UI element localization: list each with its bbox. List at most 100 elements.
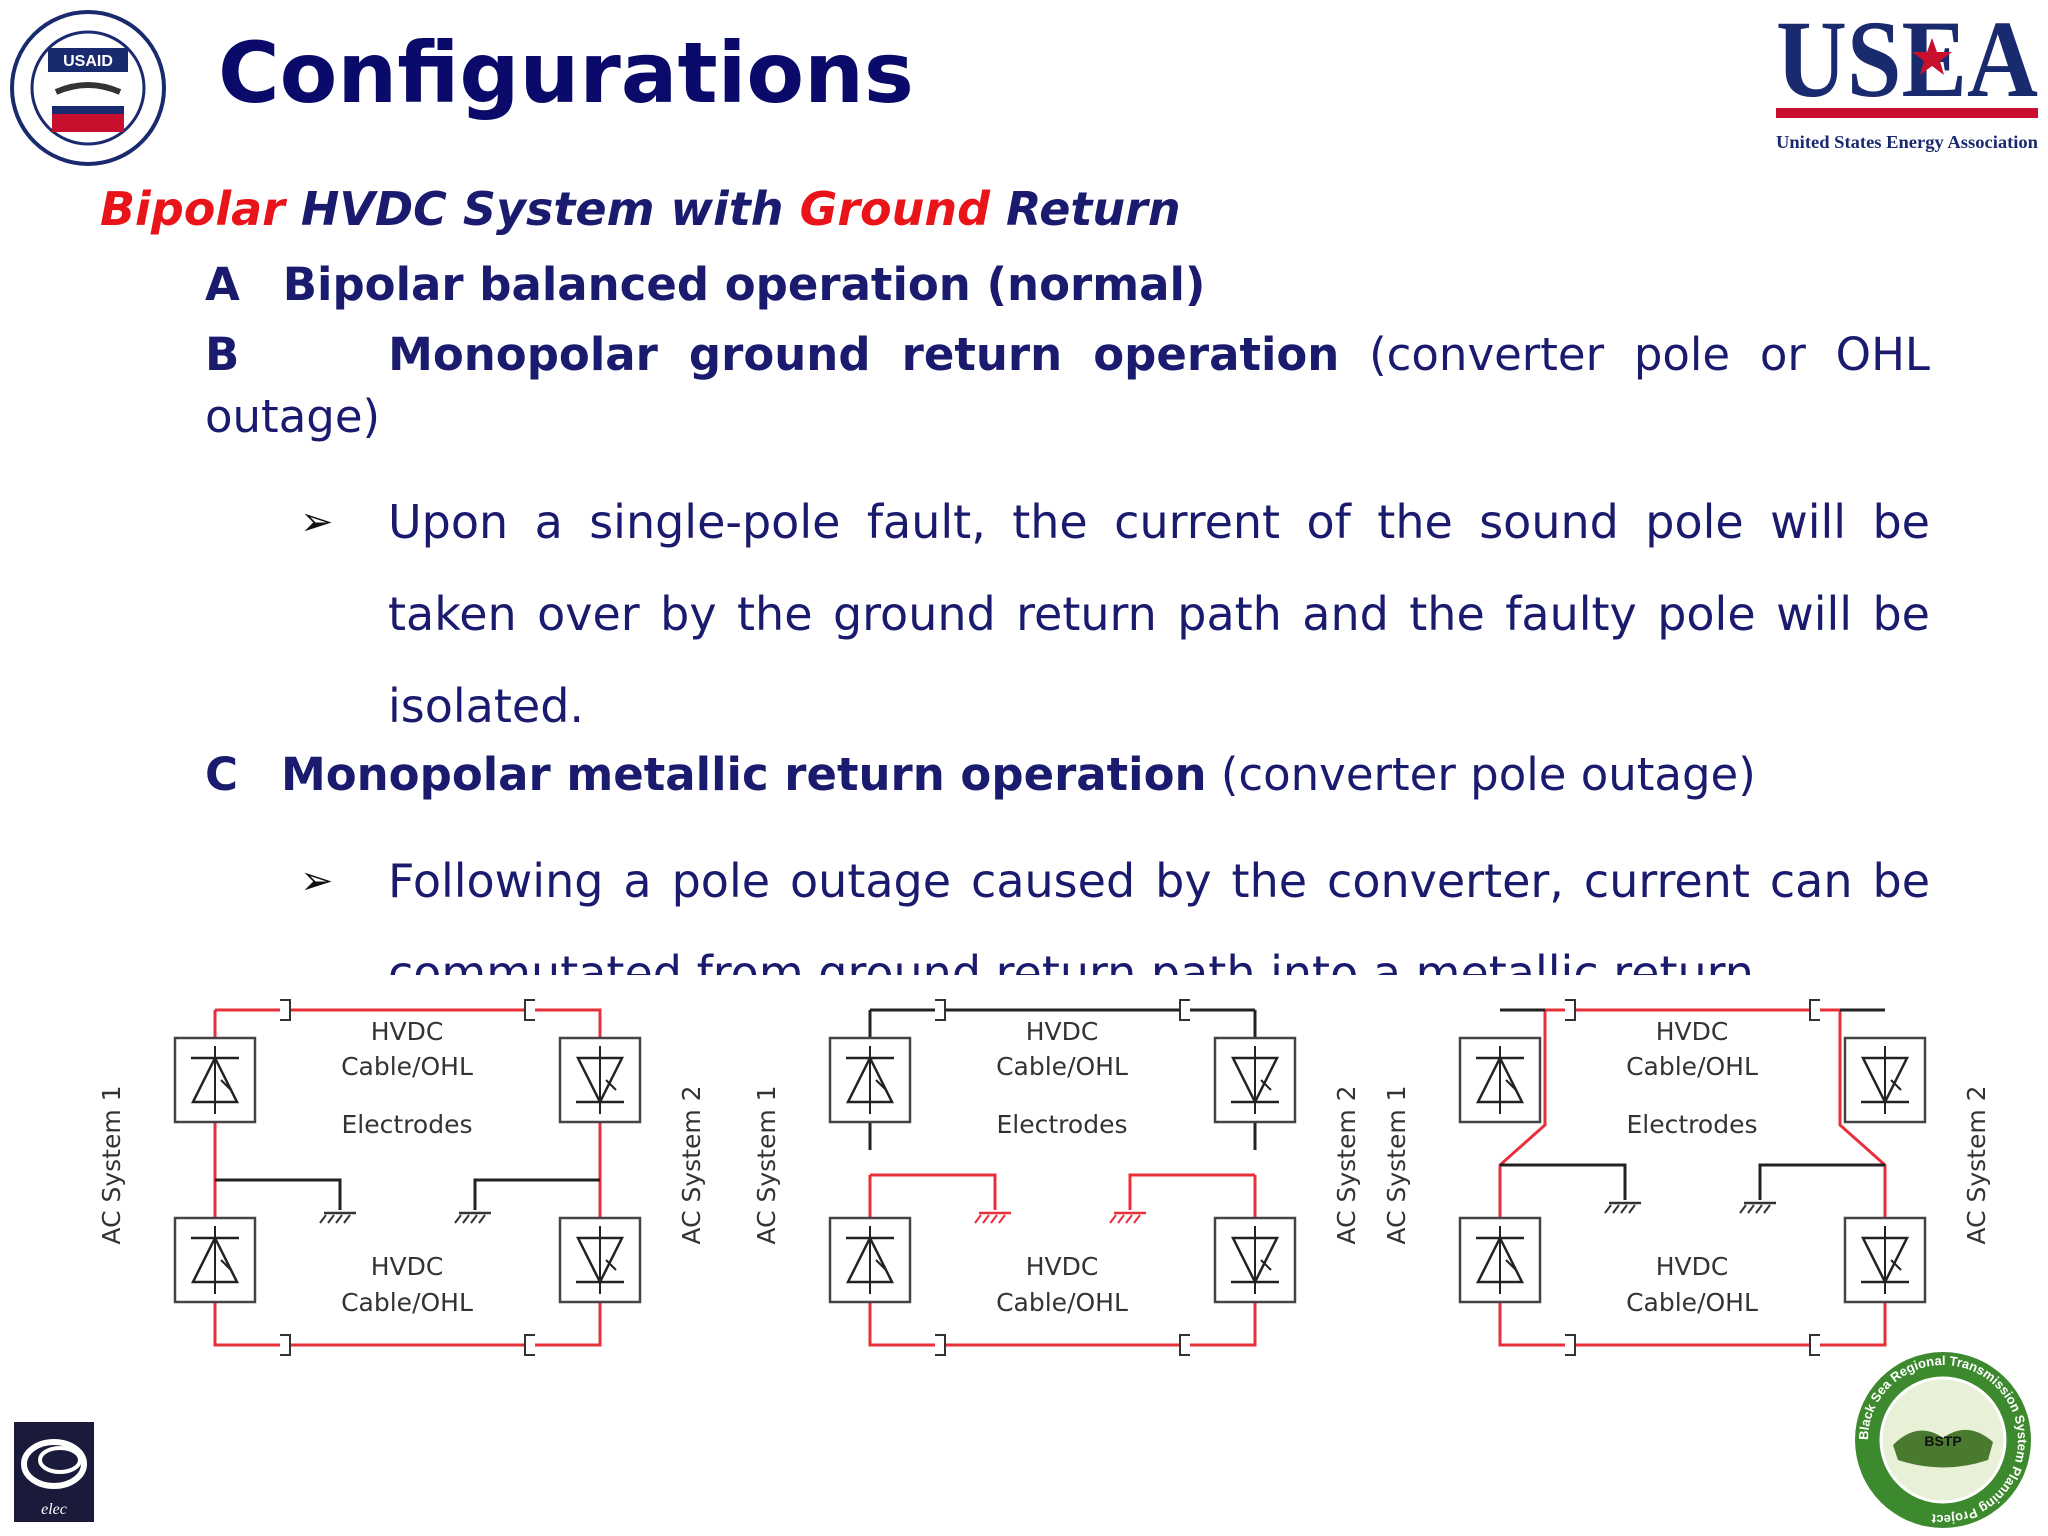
subtitle-hvdc: HVDC System with: [284, 182, 800, 236]
thyristor-gate: [875, 1259, 887, 1271]
arrow-bullet-icon: ➢: [300, 858, 334, 904]
item-a: A Bipolar balanced operation (normal): [205, 254, 1930, 316]
diagram-panel-C: AC System 1 AC System 2 HVDC Cable/OHL Elect…: [1382, 999, 1991, 1356]
item-b-letter: B: [205, 328, 240, 381]
ground-return-left: [870, 1173, 997, 1210]
ground-hatch: [343, 1214, 351, 1224]
ground-hatch: [1739, 1204, 1747, 1214]
neutral-wire-left: [215, 1178, 342, 1210]
star-icon: [1912, 38, 1952, 75]
item-c-heading: Monopolar metallic return operation: [280, 748, 1207, 801]
hvdc-label: HVDC: [371, 1017, 444, 1046]
electrodes-label: Electrodes: [342, 1110, 473, 1139]
cable-ohl-label: Cable/OHL: [996, 1052, 1128, 1081]
breaker-icon: [280, 1334, 291, 1356]
hvdc-label: HVDC: [1656, 1252, 1729, 1281]
elec-logo: elec: [14, 1422, 94, 1522]
item-c: C Monopolar metallic return operation (c…: [205, 744, 1930, 806]
thyristor-gate: [605, 1259, 617, 1271]
thyristor-gate: [1260, 1259, 1272, 1271]
ac-system-1-label: AC System 1: [1382, 1085, 1411, 1244]
ground-hatch: [974, 1214, 982, 1224]
ac-system-1-label: AC System 1: [752, 1085, 781, 1244]
diagram-panel-A: AC System 1 AC System 2 HVDC Cable/OHL Elect…: [97, 999, 706, 1356]
ground-hatch: [1747, 1204, 1755, 1214]
thyristor-gate: [875, 1079, 887, 1091]
ground-hatch: [1628, 1204, 1636, 1214]
breaker-icon: [1809, 999, 1820, 1021]
neutral-wire-right: [1758, 1163, 1885, 1200]
thyristor-gate: [1260, 1079, 1272, 1091]
bstp-seal-logo: Black Sea Regional Transmission System P…: [1855, 1352, 2031, 1528]
breaker-icon: [935, 999, 946, 1021]
ground-hatch: [327, 1214, 335, 1224]
ground-hatch: [1604, 1204, 1612, 1214]
usea-logo-text: USEA: [1776, 8, 2038, 120]
breaker-icon: [1179, 1334, 1190, 1356]
cable-ohl-label: Cable/OHL: [1626, 1288, 1758, 1317]
ground-hatch: [478, 1214, 486, 1224]
hvdc-label: HVDC: [1656, 1017, 1729, 1046]
ground-hatch: [1763, 1204, 1771, 1214]
elec-logo-text: elec: [41, 1501, 67, 1518]
usaid-label: USAID: [63, 53, 113, 70]
item-c-letter: C: [205, 748, 239, 801]
item-b: B Monopolar ground return operation (con…: [205, 324, 1930, 448]
metallic-return-path: [1498, 1008, 1887, 1347]
breaker-icon: [935, 1334, 946, 1356]
ground-hatch: [1125, 1214, 1133, 1224]
arrow-bullet-icon: ➢: [300, 499, 334, 545]
hvdc-label: HVDC: [371, 1252, 444, 1281]
item-b-heading: Monopolar ground return operation: [388, 328, 1340, 381]
hvdc-label: HVDC: [1026, 1252, 1099, 1281]
usea-full-name: United States Energy Association: [1776, 132, 2038, 152]
item-a-heading: Bipolar balanced operation (normal): [282, 258, 1206, 311]
ground-hatch: [335, 1214, 343, 1224]
thyristor-gate: [220, 1079, 232, 1091]
ground-hatch: [1133, 1214, 1141, 1224]
subtitle-ground: Ground: [799, 182, 991, 236]
ground-hatch: [1117, 1214, 1125, 1224]
breaker-icon: [524, 999, 535, 1021]
subtitle-bipolar: Bipolar: [100, 182, 285, 236]
ground-hatch: [1612, 1204, 1620, 1214]
ground-return-right: [1128, 1173, 1255, 1210]
cable-ohl-label: Cable/OHL: [1626, 1052, 1758, 1081]
neutral-wire-left: [1500, 1163, 1627, 1200]
usea-logo: USEA United States Energy Association: [1776, 8, 2038, 152]
ground-hatch: [319, 1214, 327, 1224]
ac-system-2-label: AC System 2: [1962, 1085, 1991, 1244]
thyristor-gate: [1890, 1079, 1902, 1091]
section-subtitle: Bipolar HVDC System with Ground Return: [100, 182, 1181, 236]
item-c-detail: (converter pole outage): [1206, 748, 1756, 801]
cable-ohl-label: Cable/OHL: [341, 1288, 473, 1317]
hvdc-label: HVDC: [1026, 1017, 1099, 1046]
bstp-label: BSTP: [1924, 1433, 1961, 1449]
ac-system-1-label: AC System 1: [97, 1085, 126, 1244]
ground-hatch: [1109, 1214, 1117, 1224]
thyristor-gate: [605, 1079, 617, 1091]
thyristor-gate: [1890, 1259, 1902, 1271]
item-b-detail: (converter pole or OHL outage): [205, 328, 1930, 443]
ground-hatch: [454, 1214, 462, 1224]
ground-hatch: [990, 1214, 998, 1224]
breaker-icon: [280, 999, 291, 1021]
thyristor-gate: [1505, 1259, 1517, 1271]
cable-ohl-label: Cable/OHL: [341, 1052, 473, 1081]
breaker-icon: [1565, 999, 1576, 1021]
ac-system-2-label: AC System 2: [677, 1085, 706, 1244]
ground-hatch: [1755, 1204, 1763, 1214]
bullet-item: ➢ Following a pole outage caused by the …: [300, 835, 1930, 975]
ground-hatch: [462, 1214, 470, 1224]
item-a-letter: A: [205, 258, 240, 311]
bullet-text: Following a pole outage caused by the co…: [388, 854, 1930, 975]
electrodes-label: Electrodes: [997, 1110, 1128, 1139]
ground-hatch: [982, 1214, 990, 1224]
thyristor-gate: [1505, 1079, 1517, 1091]
cable-ohl-label: Cable/OHL: [996, 1288, 1128, 1317]
hvdc-configuration-diagrams: AC System 1 AC System 2 HVDC Cable/OHL Elect…: [97, 999, 1991, 1356]
electrodes-label: Electrodes: [1627, 1110, 1758, 1139]
breaker-icon: [1565, 1334, 1576, 1356]
ground-hatch: [998, 1214, 1006, 1224]
